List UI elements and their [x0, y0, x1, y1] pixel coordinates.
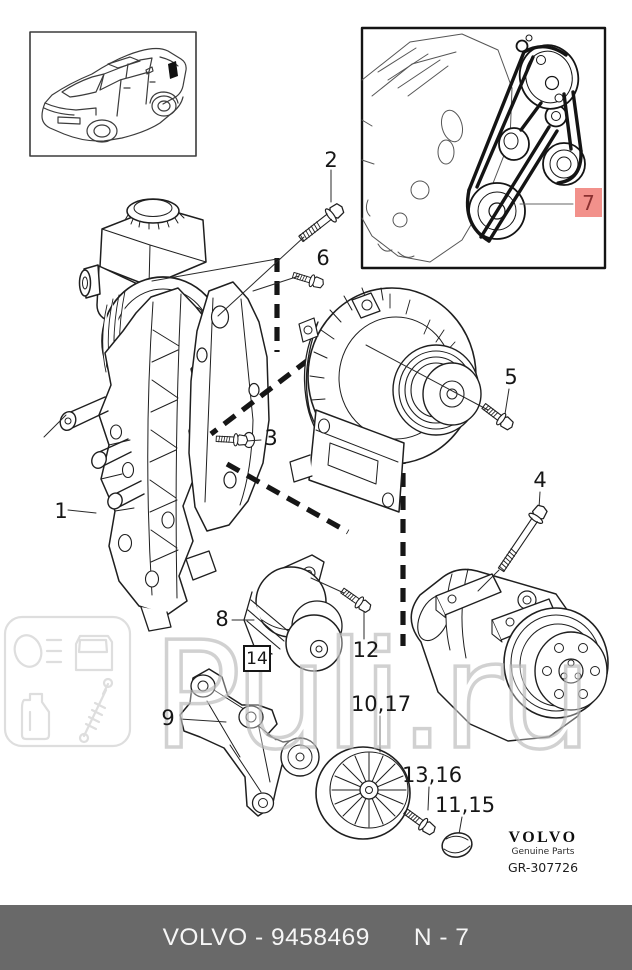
engine-location-marker: [168, 61, 178, 79]
belt-routing-inset: [360, 26, 607, 270]
footer-section: N - 7: [413, 923, 470, 951]
footer-bar: VOLVO - 9458469 N - 7: [0, 905, 632, 970]
car-door-icon: [74, 634, 114, 672]
oil-jug-icon: [20, 692, 51, 741]
headlight-icon: [13, 634, 63, 668]
callout-3[interactable]: 3: [264, 426, 278, 450]
genuine-parts-tagline: Genuine Parts: [511, 847, 575, 857]
callout-11-15[interactable]: 11,15: [434, 793, 496, 817]
upper-bracket-plate: [188, 281, 270, 532]
main-mounting-bracket: [59, 287, 217, 632]
callout-12[interactable]: 12: [352, 638, 380, 662]
serpentine-belt: [465, 45, 583, 243]
shock-absorber-icon: [78, 677, 114, 744]
callout-2[interactable]: 2: [324, 148, 338, 172]
idler-pulley: [315, 746, 411, 840]
bolt-5: [479, 399, 517, 434]
callout-4[interactable]: 4: [533, 468, 547, 492]
callout-6[interactable]: 6: [316, 246, 330, 270]
bolt-2: [298, 203, 345, 243]
vehicle-location-inset: [29, 31, 197, 157]
cap-11-15: [441, 832, 473, 858]
callout-7-highlighted[interactable]: 7: [575, 188, 602, 217]
callout-5[interactable]: 5: [504, 365, 518, 389]
belt-tensioner: [243, 554, 343, 672]
brand-block: VOLVO Genuine Parts GR-307726: [470, 829, 616, 875]
callout-9[interactable]: 9: [161, 706, 175, 730]
bolt-12: [338, 584, 374, 616]
footer-part-number: VOLVO - 9458469: [162, 923, 370, 951]
callout-14-boxed[interactable]: 14: [243, 645, 271, 672]
bolt-4: [497, 504, 548, 573]
drawing-reference: GR-307726: [507, 860, 579, 875]
idler-bracket-arm: [179, 668, 320, 817]
callout-8[interactable]: 8: [215, 607, 229, 631]
exploded-parts-drawing: [3, 26, 609, 858]
category-icon-panel: [3, 615, 132, 748]
callout-10-17[interactable]: 10,17: [350, 692, 412, 716]
callout-13-16[interactable]: 13,16: [401, 763, 463, 787]
bolt-6: [290, 268, 326, 291]
alternator: [289, 287, 482, 513]
callout-1[interactable]: 1: [54, 499, 68, 523]
volvo-logo: VOLVO: [508, 829, 578, 846]
ac-compressor: [410, 568, 609, 742]
